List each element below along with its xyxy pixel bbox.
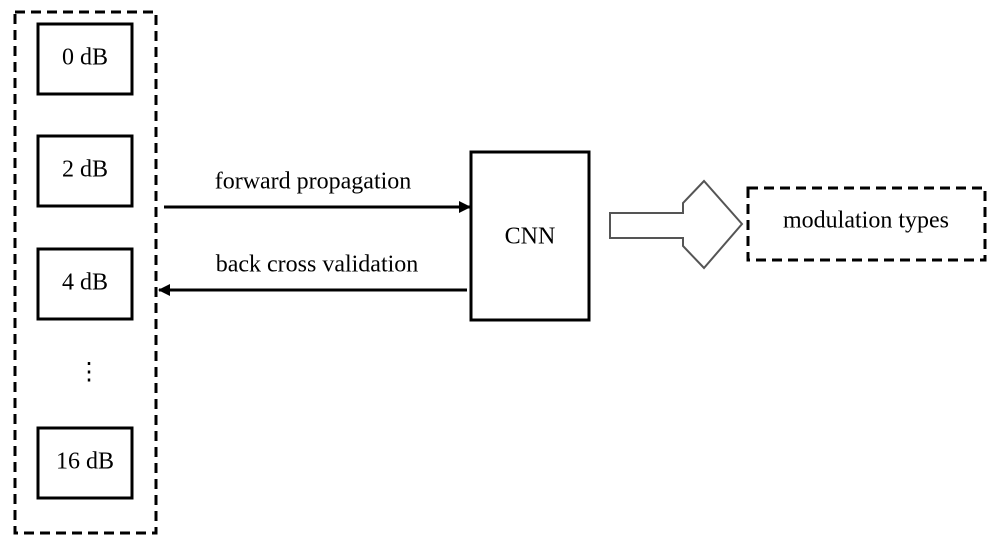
cnn-box: CNN bbox=[469, 150, 591, 322]
snr-label-16: 16 dB bbox=[56, 449, 114, 475]
output-hollow-arrow bbox=[609, 179, 744, 270]
snr-label-2: 2 dB bbox=[62, 157, 108, 183]
snr-box-0: 0 dB bbox=[36, 22, 134, 96]
output-box: modulation types bbox=[746, 186, 987, 262]
forward-label: forward propagation bbox=[215, 169, 412, 195]
snr-box-4: 4 dB bbox=[36, 247, 134, 321]
snr-ellipsis: ⋮ bbox=[77, 360, 101, 386]
snr-box-2: 2 dB bbox=[36, 134, 134, 208]
cnn-label: CNN bbox=[505, 224, 556, 250]
snr-label-4: 4 dB bbox=[62, 270, 108, 296]
snr-group-container bbox=[13, 10, 158, 535]
output-label: modulation types bbox=[783, 208, 949, 234]
snr-label-0: 0 dB bbox=[62, 45, 108, 71]
backward-label: back cross validation bbox=[216, 252, 419, 278]
snr-box-16: 16 dB bbox=[36, 426, 134, 500]
